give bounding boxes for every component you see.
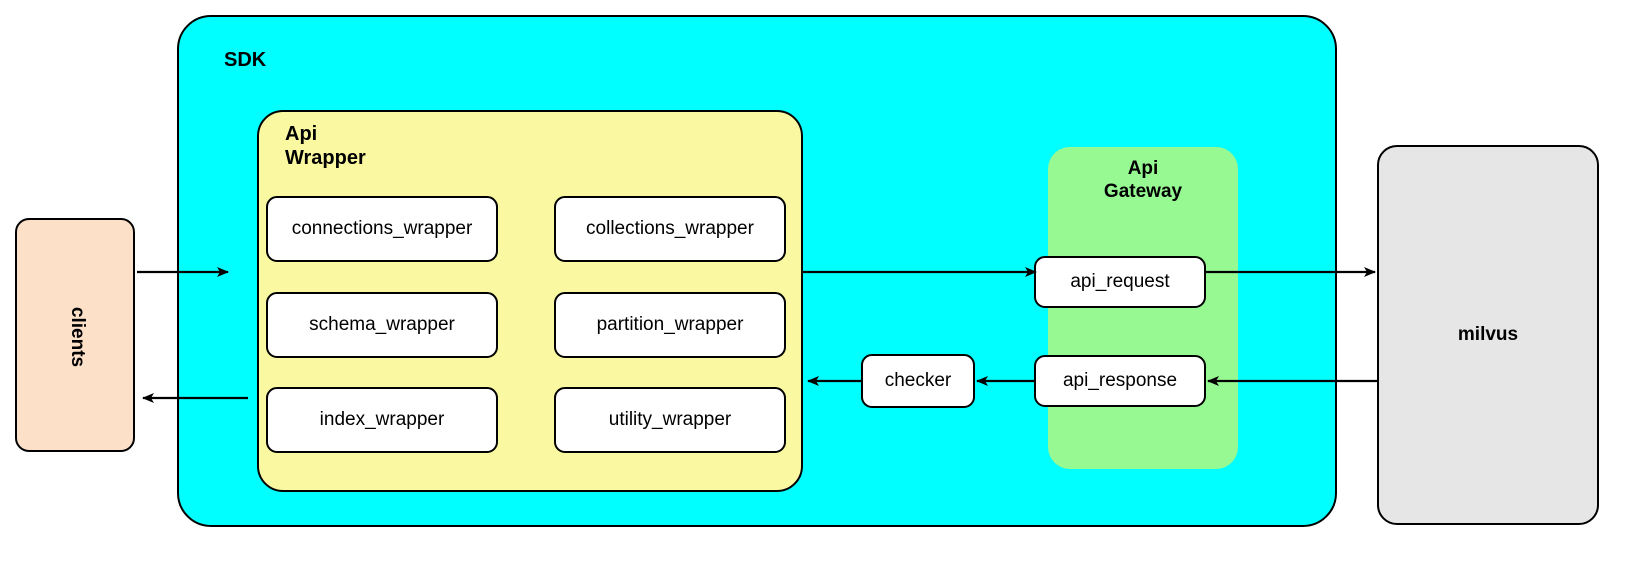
clients-label-text: clients (66, 306, 88, 368)
node-schema-wrapper[interactable]: schema_wrapper (266, 292, 498, 358)
clients-box[interactable]: clients (15, 218, 135, 452)
node-checker[interactable]: checker (861, 354, 975, 408)
api-gateway-container[interactable]: Api Gateway (1048, 147, 1238, 469)
node-api-response[interactable]: api_response (1034, 355, 1206, 407)
sdk-title: SDK (224, 49, 267, 71)
node-utility-wrapper[interactable]: utility_wrapper (554, 387, 786, 453)
api-gateway-title: Api Gateway (1103, 158, 1183, 202)
node-partition-wrapper[interactable]: partition_wrapper (554, 292, 786, 358)
node-connections-wrapper[interactable]: connections_wrapper (266, 196, 498, 262)
node-index-wrapper[interactable]: index_wrapper (266, 387, 498, 453)
node-api-request[interactable]: api_request (1034, 256, 1206, 308)
node-collections-wrapper[interactable]: collections_wrapper (554, 196, 786, 262)
api-wrapper-title: Api Wrapper (285, 123, 366, 169)
clients-label-rotated: clients (17, 220, 137, 454)
milvus-box[interactable]: milvus (1377, 145, 1599, 525)
